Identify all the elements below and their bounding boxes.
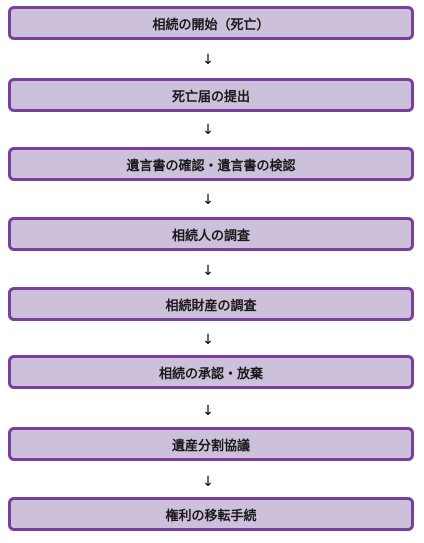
down-arrow-icon: ↓ xyxy=(202,52,214,68)
down-arrow-icon: ↓ xyxy=(202,263,214,279)
flow-step-6: 相続の承認・放棄 xyxy=(8,355,414,389)
down-arrow-icon: ↓ xyxy=(202,474,214,490)
flow-step-7: 遺産分割協議 xyxy=(8,427,414,461)
flow-step-1: 相続の開始（死亡） xyxy=(8,6,414,40)
flow-step-label: 相続の開始（死亡） xyxy=(152,17,270,33)
down-arrow-icon: ↓ xyxy=(202,403,214,419)
down-arrow-icon: ↓ xyxy=(202,192,214,208)
flow-step-4: 相続人の調査 xyxy=(8,217,414,251)
flow-step-2: 死亡届の提出 xyxy=(8,78,414,112)
flow-step-label: 権利の移転手続 xyxy=(165,508,257,524)
flow-step-8: 権利の移転手続 xyxy=(8,497,414,531)
flow-step-3: 遺言書の確認・遺言書の検認 xyxy=(8,147,414,181)
down-arrow-icon: ↓ xyxy=(202,332,214,348)
flow-step-5: 相続財産の調査 xyxy=(8,287,414,321)
flow-step-label: 相続財産の調査 xyxy=(165,298,257,314)
flow-step-label: 相続人の調査 xyxy=(171,228,250,244)
flow-step-label: 相続の承認・放棄 xyxy=(158,366,263,382)
flow-step-label: 遺言書の確認・遺言書の検認 xyxy=(126,158,296,174)
down-arrow-icon: ↓ xyxy=(202,122,214,138)
flow-step-label: 遺産分割協議 xyxy=(171,438,250,454)
flow-step-label: 死亡届の提出 xyxy=(171,89,250,105)
